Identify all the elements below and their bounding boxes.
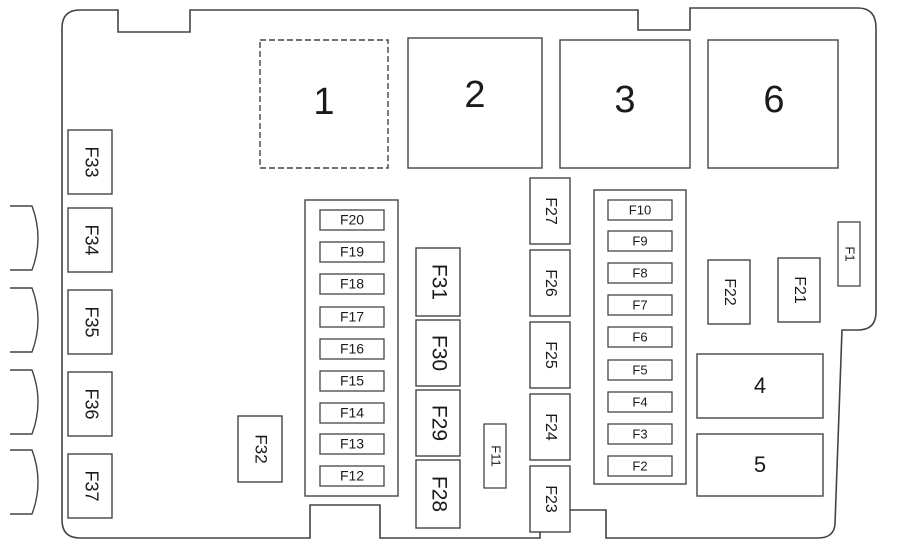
fuse-label: F24 <box>542 413 559 441</box>
fuse-label: F31 <box>427 264 450 300</box>
relay-label: 6 <box>763 79 784 121</box>
fuse-F13: F13 <box>319 433 385 455</box>
fuse-label: F15 <box>340 373 364 389</box>
fuse-label: F36 <box>81 388 101 419</box>
relay-label: 3 <box>614 79 635 121</box>
fuse-label: F25 <box>542 341 559 369</box>
fuse-F5: F5 <box>607 359 673 381</box>
fuse-F4: F4 <box>607 391 673 413</box>
relay-1: 1 <box>259 39 389 169</box>
fuse-F35: F35 <box>67 289 113 355</box>
fuse-label: F13 <box>340 436 364 452</box>
fuse-label: F8 <box>632 265 647 280</box>
fuse-label: F32 <box>252 434 271 463</box>
fuse-label: F29 <box>427 405 450 441</box>
fuse-F6: F6 <box>607 326 673 348</box>
fuse-label: F1 <box>843 246 858 261</box>
relay-2: 2 <box>407 37 543 169</box>
relay-3: 3 <box>559 39 691 169</box>
fuse-label: F3 <box>632 426 647 441</box>
fuse-label: F34 <box>81 224 101 255</box>
fuse-label: F6 <box>632 329 647 344</box>
fuse-label: F17 <box>340 309 364 325</box>
relay-label: 4 <box>754 373 766 398</box>
fuse-label: F10 <box>629 202 651 217</box>
connector-clip <box>10 449 39 515</box>
relay-4: 4 <box>696 353 824 419</box>
fuse-F34: F34 <box>67 207 113 273</box>
fuse-F21: F21 <box>777 257 821 323</box>
relay-5: 5 <box>696 433 824 497</box>
fuse-F10: F10 <box>607 199 673 221</box>
fuse-F3: F3 <box>607 423 673 445</box>
fuse-label: F28 <box>427 476 450 512</box>
fuse-label: F27 <box>542 197 559 225</box>
fuse-F12: F12 <box>319 465 385 487</box>
fuse-F16: F16 <box>319 338 385 360</box>
fuse-F19: F19 <box>319 241 385 263</box>
connector-clip <box>10 205 39 271</box>
fuse-label: F14 <box>340 405 364 421</box>
fuse-F32: F32 <box>237 415 283 483</box>
fuse-label: F12 <box>340 468 364 484</box>
fuse-label: F16 <box>340 341 364 357</box>
fuse-F2: F2 <box>607 455 673 477</box>
fuse-label: F5 <box>632 362 647 377</box>
fuse-label: F18 <box>340 276 364 292</box>
connector-clip <box>10 369 39 435</box>
fuse-F26: F26 <box>529 249 571 317</box>
fuse-F33: F33 <box>67 129 113 195</box>
fuse-F17: F17 <box>319 306 385 328</box>
fuse-F29: F29 <box>415 389 461 457</box>
fuse-F18: F18 <box>319 273 385 295</box>
fuse-F11: F11 <box>483 423 507 489</box>
fuse-F8: F8 <box>607 262 673 284</box>
fuse-F15: F15 <box>319 370 385 392</box>
fuse-F14: F14 <box>319 402 385 424</box>
fuse-block-right <box>593 189 687 485</box>
fuse-label: F35 <box>81 306 101 337</box>
fuse-F1: F1 <box>837 221 861 287</box>
fuse-F37: F37 <box>67 453 113 519</box>
fuse-F31: F31 <box>415 247 461 317</box>
fuse-label: F21 <box>791 276 808 304</box>
fuse-F22: F22 <box>707 259 751 325</box>
fuse-label: F37 <box>81 470 101 501</box>
relay-label: 2 <box>464 74 485 116</box>
fuse-F9: F9 <box>607 230 673 252</box>
fuse-label: F30 <box>427 335 450 371</box>
fuse-label: F22 <box>721 278 738 306</box>
fuse-label: F11 <box>489 445 504 466</box>
fuse-label: F2 <box>632 458 647 473</box>
fuse-label: F9 <box>632 233 647 248</box>
fuse-label: F23 <box>542 485 559 513</box>
fuse-F30: F30 <box>415 319 461 387</box>
fuse-F27: F27 <box>529 177 571 245</box>
fuse-label: F33 <box>81 146 101 177</box>
fuse-label: F4 <box>632 394 647 409</box>
fuse-F24: F24 <box>529 393 571 461</box>
fuse-label: F19 <box>340 244 364 260</box>
fuse-block-left <box>304 199 399 497</box>
fuse-label: F26 <box>542 269 559 297</box>
relay-6: 6 <box>707 39 839 169</box>
relay-label: 5 <box>754 452 766 477</box>
fuse-F23: F23 <box>529 465 571 533</box>
fuse-F25: F25 <box>529 321 571 389</box>
fuse-F36: F36 <box>67 371 113 437</box>
fuse-F7: F7 <box>607 294 673 316</box>
connector-clip <box>10 287 39 353</box>
fuse-F28: F28 <box>415 459 461 529</box>
relay-label: 1 <box>313 81 334 123</box>
fuse-F20: F20 <box>319 209 385 231</box>
fuse-label: F20 <box>340 212 364 228</box>
fuse-label: F7 <box>632 297 647 312</box>
connector-clips <box>10 205 39 515</box>
